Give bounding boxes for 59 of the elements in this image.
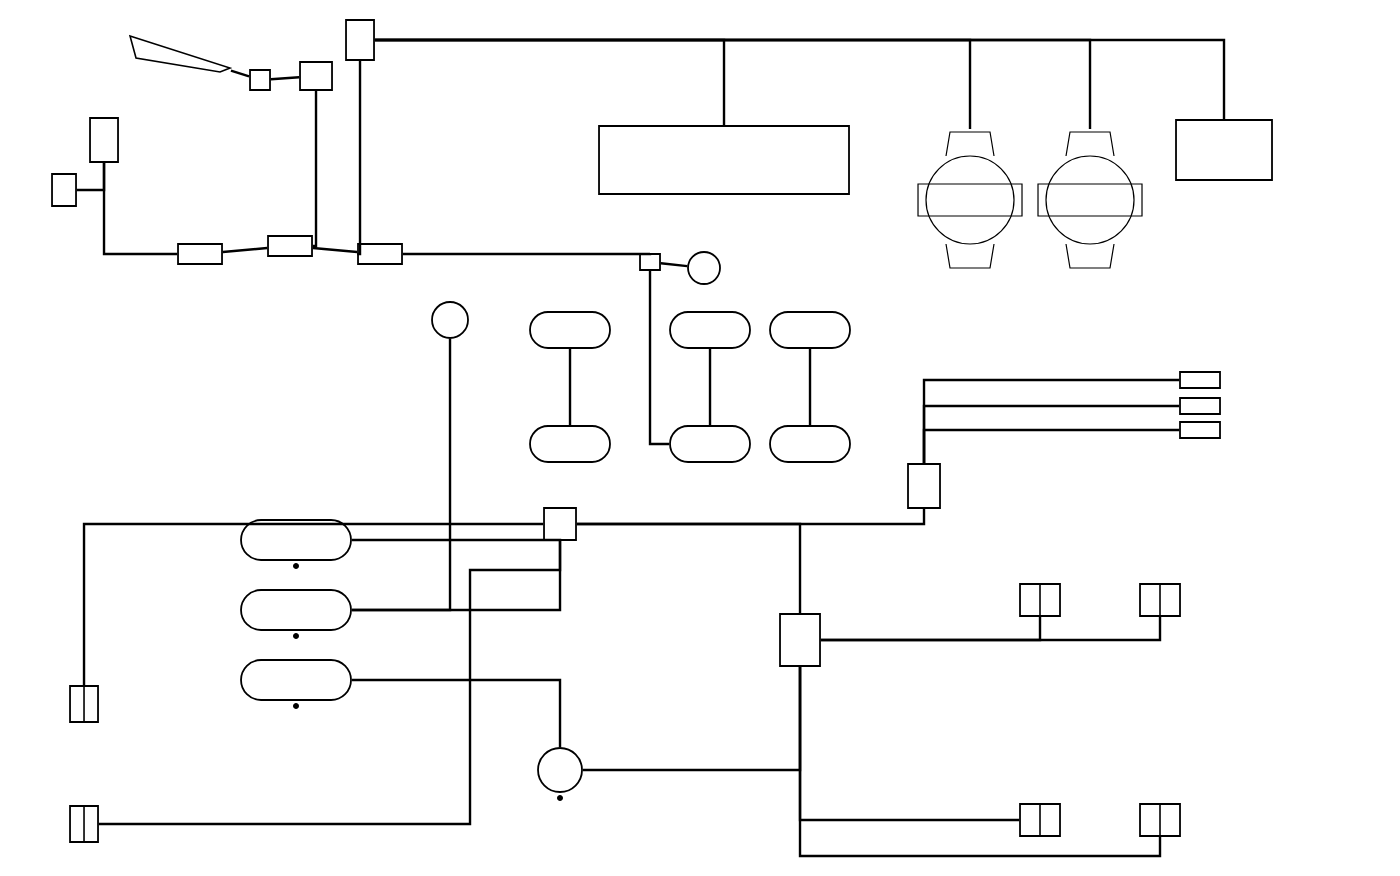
brake-chamber [69,805,99,843]
air-tank [240,519,352,569]
pipe-line [576,508,926,526]
pressure-gauge [687,251,721,285]
valve-symbol [89,117,119,163]
valve-symbol [907,463,941,509]
coupling-head [1179,397,1221,415]
pipe-line [270,76,300,81]
coupling-head [1179,421,1221,439]
pipe-line [820,616,1162,642]
pipe-line [708,348,712,426]
tyre-symbol [669,425,751,463]
valve-panel [598,125,850,195]
brake-chamber [1019,583,1061,617]
pipe-line [351,678,562,748]
pipe-line [402,252,652,256]
tyre-symbol [669,311,751,349]
relay-valve [779,613,821,667]
pipe-line [808,348,812,426]
pressure-gauge [431,301,469,339]
pipe-line [582,666,802,772]
pipe-line [312,246,358,254]
brake-chamber [1019,803,1061,837]
regulator-valve [299,61,333,91]
pipe-line [230,69,250,78]
brake-chamber [1139,803,1181,837]
pipe-line [98,540,562,826]
valve-symbol [249,69,271,91]
pipe-line [922,428,1180,464]
tee-valve [357,243,403,265]
pipe-line [660,262,688,268]
wheel-drawing [915,130,1025,270]
pipe-line [312,90,318,248]
air-tank [240,589,352,639]
air-tank [240,659,352,709]
pipe-line [82,522,544,686]
tyre-symbol [529,425,611,463]
valve-symbol [51,173,77,207]
coupling-head [1179,371,1221,389]
brake-chamber [1139,583,1181,617]
valve-symbol [639,253,661,271]
pipe-line [374,38,1226,120]
tyre-symbol [769,311,851,349]
pipe-line [102,162,178,256]
valve-symbol [543,507,577,541]
wheel-drawing [1035,130,1145,270]
tyre-symbol [769,425,851,463]
pipe-line [351,538,562,542]
valve-symbol [345,19,375,61]
brake-chamber [69,685,99,723]
pipe-line [357,60,362,256]
valve-unit [1175,119,1273,181]
tyre-symbol [529,311,611,349]
pipe-line [568,348,572,426]
pipe-line [222,246,268,254]
pipe-line [648,270,670,446]
tee-valve [177,243,223,265]
water-separator [537,747,583,801]
tee-valve [267,235,313,257]
